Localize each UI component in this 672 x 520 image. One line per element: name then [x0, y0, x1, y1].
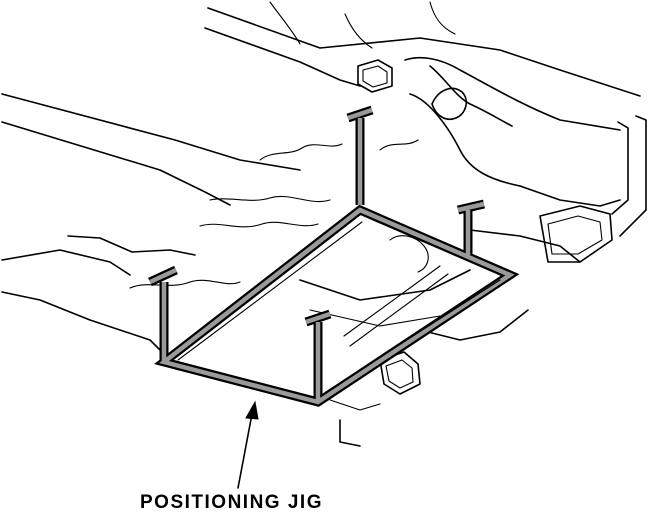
- tunnel-line: [343, 265, 441, 337]
- tunnel-line-2: [349, 273, 449, 347]
- jig-inner-rail-1: [177, 221, 363, 361]
- right-contour-3: [429, 65, 513, 127]
- top-panel-edge-2: [204, 27, 361, 87]
- bottom-edge-2: [329, 399, 381, 411]
- crumple-5: [379, 139, 419, 151]
- top-fold-2: [429, 1, 456, 35]
- right-floor-edge: [469, 229, 581, 263]
- lower-right-step-inner: [385, 359, 414, 389]
- crumple-1: [209, 195, 331, 203]
- floor-line-3: [1, 249, 131, 276]
- right-contour-2: [409, 93, 521, 187]
- crumple-2: [199, 221, 319, 228]
- crumple-3: [129, 279, 241, 289]
- right-vertical-2: [619, 115, 647, 237]
- jig-inner-rail-2: [325, 279, 501, 393]
- top-fold-3: [269, 1, 301, 45]
- right-bracket-inner: [547, 215, 603, 255]
- lower-right-step: [379, 351, 421, 395]
- floor-line-4: [1, 291, 166, 356]
- callout-arrow: [237, 400, 259, 489]
- floor-line-1: [1, 93, 301, 171]
- crumple-6: [389, 235, 429, 273]
- positioning-jig-label: POSITIONING JIG: [140, 492, 323, 513]
- right-bracket: [539, 205, 613, 263]
- right-lower-panel: [519, 185, 621, 207]
- bottom-edge: [339, 419, 361, 447]
- lower-floor-2: [309, 309, 441, 327]
- right-loop: [431, 87, 468, 120]
- floor-line-5: [67, 235, 196, 256]
- jig-outline: [148, 105, 520, 407]
- positioning-jig: [148, 105, 520, 407]
- lower-right-panel: [419, 309, 529, 341]
- lower-floor-1: [299, 269, 471, 301]
- top-fold-1: [344, 13, 373, 49]
- right-contour-1: [404, 56, 621, 131]
- arrowhead-icon: [245, 400, 259, 420]
- top-tab: [357, 59, 393, 93]
- callout-leader-line: [237, 413, 253, 489]
- top-tab-inner: [362, 65, 388, 88]
- jig-fill: [149, 107, 515, 405]
- vehicle-underbody: [1, 1, 647, 447]
- floor-line-2: [1, 121, 231, 206]
- right-vertical-1: [611, 121, 629, 215]
- top-panel-edge: [207, 7, 641, 97]
- crumple-4: [259, 143, 343, 161]
